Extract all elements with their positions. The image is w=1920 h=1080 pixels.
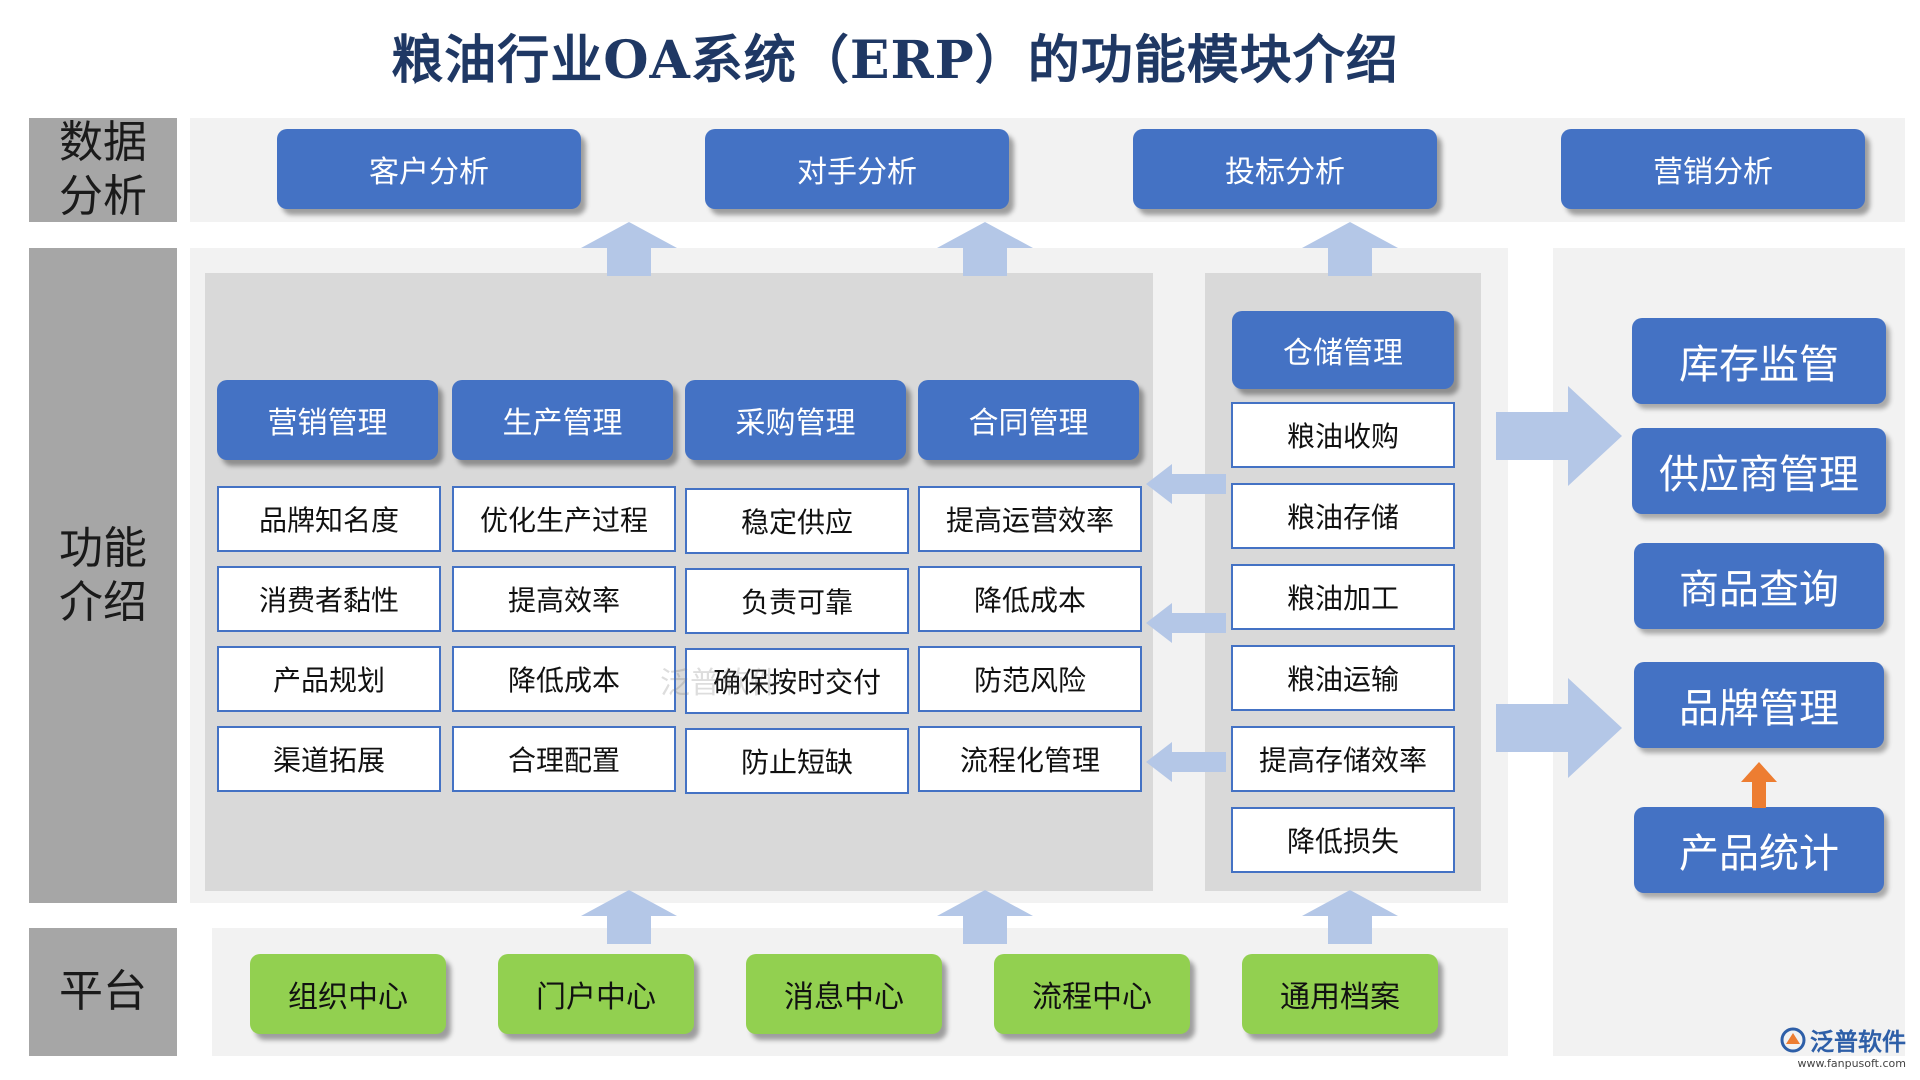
logo-url: www.fanpusoft.com bbox=[1797, 1057, 1906, 1070]
row-label-data-analysis: 数据分析 bbox=[29, 117, 177, 222]
row-label-platform: 平台 bbox=[29, 928, 177, 1056]
up-arrow-icon bbox=[937, 222, 1033, 276]
module-item: 产品规划 bbox=[217, 646, 441, 712]
warehouse-item: 粮油收购 bbox=[1231, 402, 1455, 468]
module-item: 稳定供应 bbox=[685, 488, 909, 554]
module-item: 渠道拓展 bbox=[217, 726, 441, 792]
module-item: 防止短缺 bbox=[685, 728, 909, 794]
logo-icon bbox=[1780, 1027, 1806, 1052]
module-item: 优化生产过程 bbox=[452, 486, 676, 552]
module-item: 提高运营效率 bbox=[918, 486, 1142, 552]
up-arrow-icon bbox=[937, 890, 1033, 944]
warehouse-item: 粮油运输 bbox=[1231, 645, 1455, 711]
warehouse-item: 降低损失 bbox=[1231, 807, 1455, 873]
page-title: 粮油行业OA系统（ERP）的功能模块介绍 bbox=[391, 30, 1399, 91]
right-module-brand[interactable]: 品牌管理 bbox=[1634, 662, 1884, 748]
up-arrow-icon bbox=[1302, 222, 1398, 276]
module-item: 防范风险 bbox=[918, 646, 1142, 712]
brand-logo: 泛普软件 www.fanpusoft.com bbox=[1780, 1022, 1906, 1070]
orange-up-arrow-icon bbox=[1741, 762, 1777, 808]
analysis-customer-button[interactable]: 客户分析 bbox=[277, 129, 581, 209]
module-item: 提高效率 bbox=[452, 566, 676, 632]
warehouse-item: 粮油加工 bbox=[1231, 564, 1455, 630]
up-arrow-icon bbox=[581, 222, 677, 276]
module-item: 降低成本 bbox=[918, 566, 1142, 632]
platform-archive-button[interactable]: 通用档案 bbox=[1242, 954, 1438, 1034]
right-module-product-query[interactable]: 商品查询 bbox=[1634, 543, 1884, 629]
module-purchase-header[interactable]: 采购管理 bbox=[685, 380, 906, 460]
platform-message-center-button[interactable]: 消息中心 bbox=[746, 954, 942, 1034]
right-module-inventory[interactable]: 库存监管 bbox=[1632, 318, 1886, 404]
module-item: 消费者黏性 bbox=[217, 566, 441, 632]
platform-org-center-button[interactable]: 组织中心 bbox=[250, 954, 446, 1034]
up-arrow-icon bbox=[1302, 890, 1398, 944]
platform-portal-center-button[interactable]: 门户中心 bbox=[498, 954, 694, 1034]
warehouse-item: 提高存储效率 bbox=[1231, 726, 1455, 792]
left-arrow-icon bbox=[1146, 464, 1226, 504]
module-item: 品牌知名度 bbox=[217, 486, 441, 552]
right-arrow-icon bbox=[1496, 386, 1622, 486]
analysis-marketing-button[interactable]: 营销分析 bbox=[1561, 129, 1865, 209]
module-production-header[interactable]: 生产管理 bbox=[452, 380, 673, 460]
right-module-product-stats[interactable]: 产品统计 bbox=[1634, 807, 1884, 893]
module-marketing-header[interactable]: 营销管理 bbox=[217, 380, 438, 460]
analysis-competitor-button[interactable]: 对手分析 bbox=[705, 129, 1009, 209]
module-item: 流程化管理 bbox=[918, 726, 1142, 792]
right-arrow-icon bbox=[1496, 678, 1622, 778]
warehouse-item: 粮油存储 bbox=[1231, 483, 1455, 549]
platform-process-center-button[interactable]: 流程中心 bbox=[994, 954, 1190, 1034]
module-item: 负责可靠 bbox=[685, 568, 909, 634]
analysis-bidding-button[interactable]: 投标分析 bbox=[1133, 129, 1437, 209]
left-arrow-icon bbox=[1146, 603, 1226, 643]
module-item: 合理配置 bbox=[452, 726, 676, 792]
module-contract-header[interactable]: 合同管理 bbox=[918, 380, 1139, 460]
row-label-function: 功能介绍 bbox=[29, 248, 177, 903]
module-item: 确保按时交付 bbox=[685, 648, 909, 714]
left-arrow-icon bbox=[1146, 742, 1226, 782]
module-item: 降低成本 bbox=[452, 646, 676, 712]
up-arrow-icon bbox=[581, 890, 677, 944]
right-module-supplier[interactable]: 供应商管理 bbox=[1632, 428, 1886, 514]
warehouse-header[interactable]: 仓储管理 bbox=[1232, 311, 1454, 389]
watermark: 泛普软件 bbox=[660, 666, 780, 701]
logo-name: 泛普软件 bbox=[1810, 1028, 1906, 1056]
